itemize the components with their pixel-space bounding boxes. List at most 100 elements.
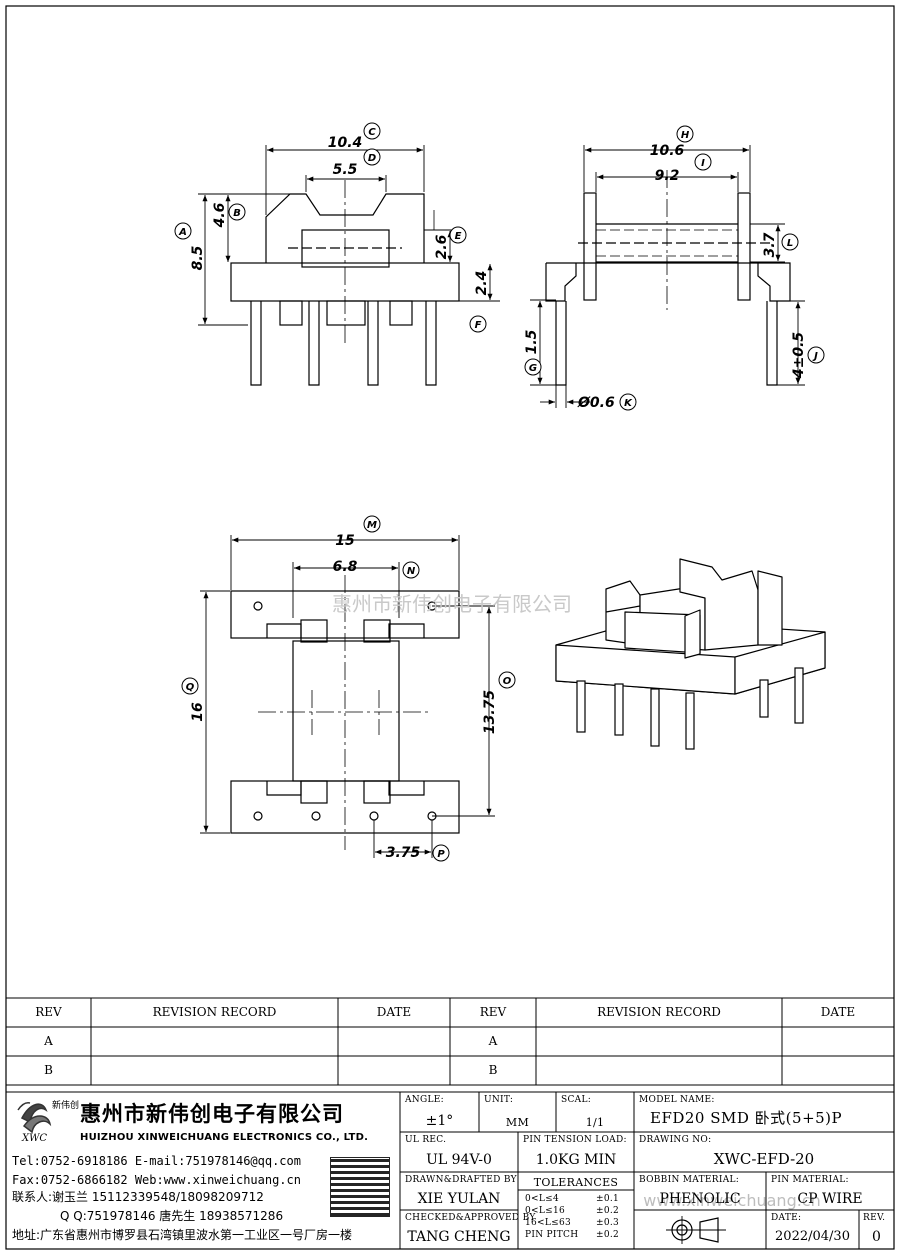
tolerances-label: TOLERANCES [533, 1176, 619, 1189]
dim-c-value: 10.4 [328, 135, 363, 151]
unit-label: UNIT: [484, 1095, 514, 1105]
callout-q: Q [186, 682, 195, 693]
company-contact: 联系人:谢玉兰 15112339548/18098209712 [12, 1190, 264, 1204]
dim-j-value: 4±0.5 [791, 332, 807, 380]
dim-q-value: 16 [190, 702, 206, 722]
drawn-label: DRAWN&DRAFTED BY [405, 1175, 517, 1185]
pin-tension-label: PIN TENSION LOAD: [523, 1135, 627, 1145]
top-view-centerlines [258, 575, 432, 850]
callout-n: N [407, 566, 416, 577]
dim-d-value: 5.5 [333, 162, 358, 178]
dim-a-value: 8.5 [190, 245, 206, 270]
watermark-footer: www.xinweichuang.cn [643, 1191, 821, 1210]
callout-circles [174, 122, 825, 862]
callout-b: B [233, 208, 241, 219]
side-view [545, 170, 791, 386]
watermark-center: 惠州市新伟创电子有限公司 [332, 592, 572, 616]
dim-i-value: 9.2 [655, 168, 680, 184]
dim-p-value: 3.75 [386, 845, 421, 861]
company-address: 地址:广东省惠州市博罗县石湾镇里波水第一工业区一号厂房一楼 [12, 1228, 353, 1242]
company-tel: Tel:0752-6918186 E-mail:751978146@qq.com [12, 1154, 301, 1168]
rev-date-header-1: DATE [376, 1005, 412, 1019]
callout-h: H [681, 130, 690, 141]
rev-record-header-2: REVISION RECORD [597, 1005, 721, 1019]
callout-k: K [624, 398, 633, 409]
dim-f-value: 2.4 [474, 271, 490, 296]
qr-code-icon [330, 1157, 390, 1217]
tol-range-1: 0<L≤4 [525, 1194, 560, 1204]
callout-m: M [367, 520, 377, 531]
side-view-dims [530, 145, 805, 408]
logo-abbr: XWC [22, 1133, 48, 1144]
angle-value: ±1° [425, 1113, 454, 1129]
isometric-view [555, 558, 826, 695]
ul-label: UL REC. [405, 1135, 447, 1145]
pin-material-value: CP WIRE [797, 1191, 863, 1207]
tol-value-2: ±0.2 [596, 1206, 620, 1216]
front-view-dims [198, 145, 500, 326]
rev-header-2: REV [479, 1005, 507, 1019]
callout-i: I [701, 158, 705, 169]
drawing-no-value: XWC-EFD-20 [713, 1150, 815, 1168]
unit-value: MM [505, 1116, 530, 1129]
dim-e-value: 2.6 [434, 234, 450, 259]
rev-label: REV. [863, 1213, 886, 1223]
rev-value: 0 [872, 1229, 881, 1245]
dim-o-value: 13.75 [482, 690, 498, 735]
scale-label: SCAL: [561, 1095, 592, 1105]
checked-value: TANG CHENG [407, 1229, 511, 1245]
dim-n-value: 6.8 [333, 559, 358, 575]
callout-l: L [787, 238, 793, 249]
top-view [230, 590, 460, 834]
callout-e: E [455, 231, 462, 242]
callout-p: P [437, 849, 445, 860]
model-label: MODEL NAME: [639, 1095, 715, 1105]
drawing-no-label: DRAWING NO: [639, 1135, 712, 1145]
callout-a: A [178, 227, 187, 238]
company-name-cn: 惠州市新伟创电子有限公司 [80, 1102, 344, 1126]
company-name-en: HUIZHOU XINWEICHUANG ELECTRONICS CO., LT… [80, 1132, 369, 1143]
projection-symbol-icon [666, 1216, 726, 1244]
date-label: DATE: [771, 1213, 802, 1223]
tol-range-3: 16<L≤63 [525, 1218, 572, 1228]
company-qq: Q Q:751978146 唐先生 18938571286 [60, 1209, 284, 1223]
rev-header-1: REV [35, 1005, 62, 1019]
callout-j: J [812, 351, 818, 362]
isometric-pins [576, 667, 804, 750]
pin-tension-value: 1.0KG MIN [535, 1152, 617, 1168]
company-logo-icon [17, 1102, 52, 1134]
callout-d: D [368, 153, 376, 164]
front-view [230, 180, 460, 386]
rev-row-a-left: A [44, 1034, 53, 1048]
company-fax: Fax:0752-6866182 Web:www.xinweichuang.cn [12, 1173, 301, 1187]
bobbin-value: PHENOLIC [659, 1191, 741, 1207]
callout-f: F [475, 320, 482, 331]
callout-o: O [503, 676, 512, 687]
rev-row-a-right: A [488, 1034, 498, 1048]
dim-h-value: 10.6 [650, 143, 685, 159]
checked-label: CHECKED&APPROVED BY [405, 1213, 536, 1223]
dim-k-value: Ø0.6 [577, 395, 615, 411]
dim-l-value: 3.7 [762, 232, 778, 257]
tol-range-2: 0<L≤16 [525, 1206, 566, 1216]
drawn-value: XIE YULAN [417, 1191, 501, 1207]
rev-date-header-2: DATE [820, 1005, 856, 1019]
bobbin-label: BOBBIN MATERIAL: [639, 1175, 740, 1185]
rev-row-b-right: B [488, 1063, 498, 1077]
top-view-dims [200, 535, 495, 858]
callout-g: G [529, 363, 537, 374]
tol-value-3: ±0.3 [596, 1218, 620, 1228]
title-block-lines [399, 1092, 894, 1249]
date-value: 2022/04/30 [775, 1229, 850, 1244]
rev-record-header-1: REVISION RECORD [152, 1005, 277, 1019]
tol-value-1: ±0.1 [596, 1194, 620, 1204]
dim-b-value: 4.6 [212, 202, 228, 228]
tol-value-4: ±0.2 [596, 1230, 620, 1240]
tol-range-4: PIN PITCH [525, 1230, 579, 1240]
callout-c: C [368, 127, 376, 138]
model-value: EFD20 SMD 卧式(5+5)P [650, 1109, 843, 1127]
revision-table-lines [6, 997, 894, 1093]
scale-value: 1/1 [585, 1116, 605, 1129]
dim-m-value: 15 [335, 533, 355, 549]
